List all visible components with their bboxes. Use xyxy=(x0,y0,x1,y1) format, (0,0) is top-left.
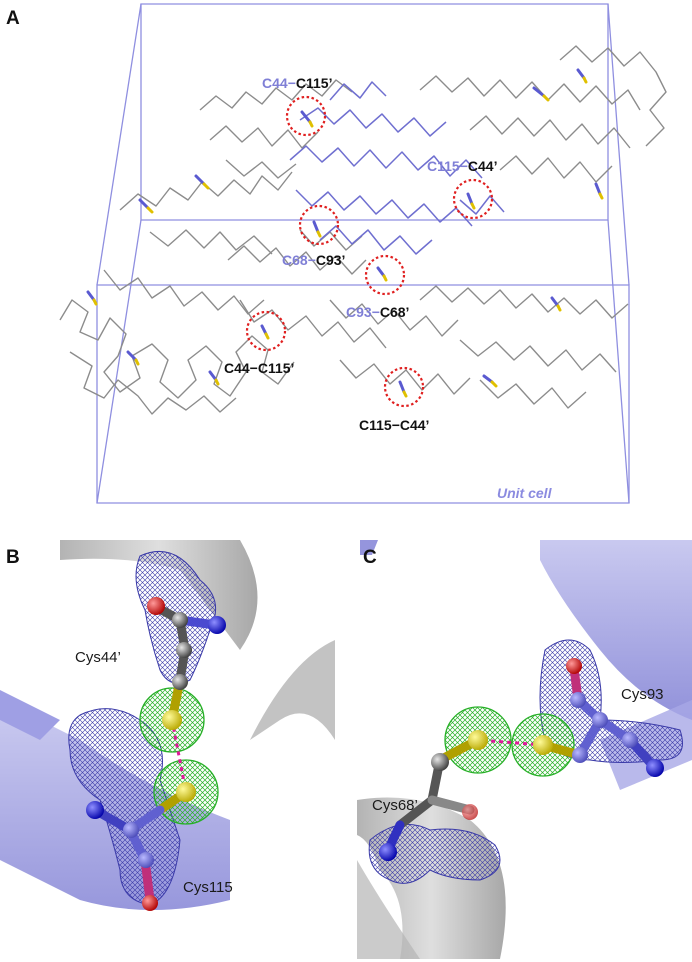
label-c44-c115-gray: C44−C115’ xyxy=(224,360,294,376)
panel-a-letter: A xyxy=(6,8,20,29)
atom-spheres-b xyxy=(86,597,226,911)
highlight-c115-c44-gray xyxy=(383,366,425,408)
gray-backbone-traces xyxy=(59,45,667,415)
gray-helix-ribbon-lower xyxy=(357,860,420,959)
carbon-atom xyxy=(431,753,449,771)
label-c93-c68: C93−C68’ xyxy=(346,304,409,320)
carbon-atom xyxy=(138,852,154,868)
panel-gap-horizontal xyxy=(0,524,692,537)
nitrogen-atom xyxy=(86,801,104,819)
label-cys68: Cys68’ xyxy=(372,797,418,814)
carbon-atom xyxy=(570,692,586,708)
sulfur-atom xyxy=(533,735,553,755)
carbon-atom xyxy=(176,642,192,658)
carbon-atom xyxy=(172,612,188,628)
panel-c: C Cys68’ Cys93 xyxy=(357,540,692,959)
carbon-atom xyxy=(172,674,188,690)
carbon-atom xyxy=(123,822,139,838)
oxygen-atom xyxy=(147,597,165,615)
label-cys93: Cys93 xyxy=(621,686,664,703)
carbon-atom xyxy=(592,712,608,728)
sulfur-atom xyxy=(468,730,488,750)
bottom-margin xyxy=(0,959,692,962)
unit-cell-box xyxy=(96,3,630,504)
highlight-c44-c115 xyxy=(285,95,327,137)
gray-helix-ribbon xyxy=(60,540,258,650)
highlight-c93-c68 xyxy=(364,254,406,296)
panel-a: A xyxy=(6,3,667,504)
panel-c-letter: C xyxy=(363,547,377,568)
disulfide-bond-dash-c xyxy=(477,738,544,747)
blue-helix-ribbon xyxy=(540,540,692,720)
panel-gap-vertical xyxy=(335,537,357,962)
panel-b: B Cys44’ Cys115 xyxy=(0,540,335,911)
label-cys44: Cys44’ xyxy=(75,649,121,666)
label-c44-c115: C44−C115’ xyxy=(262,75,332,91)
label-c115-c44: C115−C44’ xyxy=(427,158,497,174)
oxygen-atom xyxy=(566,658,582,674)
highlight-c44-c115-gray xyxy=(245,310,287,352)
carbon-atom xyxy=(572,747,588,763)
nitrogen-atom xyxy=(646,759,664,777)
carbon-atom xyxy=(622,732,638,748)
highlight-c115-c44 xyxy=(452,178,494,220)
label-c68-c93: C68−C93’ xyxy=(282,252,345,268)
sulfur-atom xyxy=(162,710,182,730)
nitrogen-atom xyxy=(208,616,226,634)
blue-strand xyxy=(0,690,60,740)
oxygen-atom xyxy=(462,804,478,820)
panel-b-letter: B xyxy=(6,547,20,568)
side-chain-stubs xyxy=(86,68,604,398)
label-cys115: Cys115 xyxy=(183,879,233,896)
unit-cell-label: Unit cell xyxy=(497,485,553,501)
label-c115-c44-gray: C115−C44’ xyxy=(359,417,429,433)
oxygen-atom xyxy=(142,895,158,911)
sulfur-atom xyxy=(176,782,196,802)
gray-helix-ribbon-right xyxy=(250,640,335,740)
blue-strand-top xyxy=(360,540,378,555)
highlight-c68-c93 xyxy=(298,204,340,246)
atom-spheres-c xyxy=(379,658,664,861)
disulfide-highlight-circles xyxy=(245,95,494,408)
nitrogen-atom xyxy=(379,843,397,861)
